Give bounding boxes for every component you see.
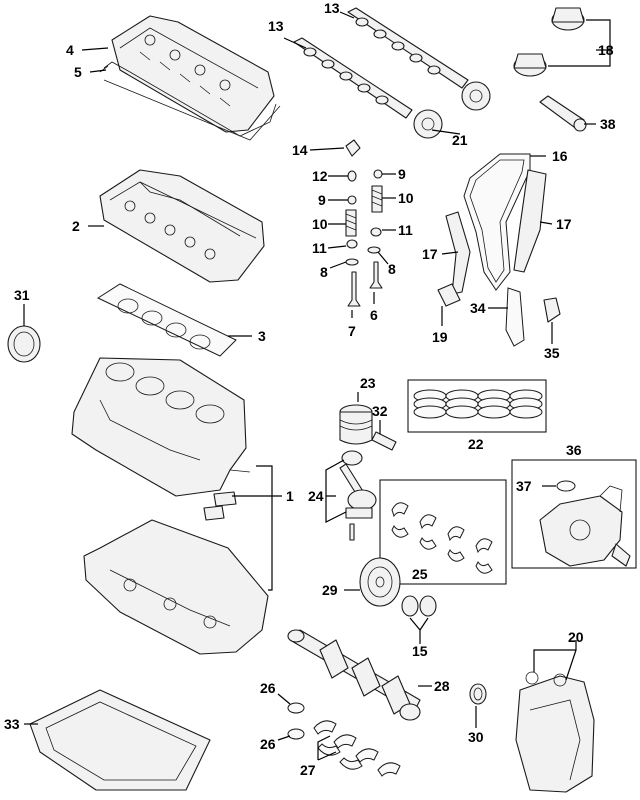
callout-29: 29 <box>322 582 338 598</box>
callout-20: 20 <box>568 629 584 645</box>
callout-15: 15 <box>412 643 428 659</box>
callout-11-left: 11 <box>312 240 327 256</box>
callout-11-right: 11 <box>398 222 413 238</box>
callout-9-right: 9 <box>398 166 406 182</box>
thrust-washer <box>287 702 305 740</box>
oil-pump-chain <box>505 287 525 347</box>
callout-8-left: 8 <box>320 264 328 280</box>
callout-37: 37 <box>516 478 532 494</box>
callout-24: 24 <box>308 488 324 504</box>
engine-block <box>71 357 251 497</box>
callout-6: 6 <box>370 307 378 323</box>
callout-33: 33 <box>4 716 20 732</box>
callout-3: 3 <box>258 328 266 344</box>
callout-27: 27 <box>300 762 316 778</box>
chain-tensioner-arm <box>445 211 471 295</box>
valve-keeper <box>347 169 383 205</box>
oil-pan <box>29 689 211 791</box>
valve-seal <box>346 227 382 249</box>
callout-26-upper: 26 <box>260 680 276 696</box>
callout-23: 23 <box>360 375 376 391</box>
callout-38: 38 <box>600 116 616 132</box>
cylinder-head <box>99 169 265 283</box>
callout-13-lower: 13 <box>268 18 284 34</box>
callout-7: 7 <box>348 323 356 339</box>
oil-control-valve <box>539 95 587 132</box>
callout-36: 36 <box>566 442 582 458</box>
oil-pump-o-ring <box>556 480 576 492</box>
crankshaft <box>287 629 421 721</box>
callout-35: 35 <box>544 345 560 361</box>
valve-spring <box>345 185 383 237</box>
callout-32: 32 <box>372 403 388 419</box>
oil-pump-box <box>511 459 637 569</box>
callout-9-left: 9 <box>318 192 326 208</box>
piston-ring-box <box>407 379 547 433</box>
valve-lifter <box>345 139 361 157</box>
callout-22: 22 <box>468 436 484 452</box>
callout-25: 25 <box>412 566 428 582</box>
piston <box>339 404 373 445</box>
rod-bearing-set <box>391 502 493 574</box>
piston-pin <box>371 431 397 451</box>
vvt-solenoid <box>513 7 585 77</box>
crankshaft-pulley <box>359 557 401 607</box>
callout-34: 34 <box>470 300 486 316</box>
oil-pump-assembly <box>539 485 631 567</box>
callout-31: 31 <box>14 287 30 303</box>
lower-crankcase <box>83 519 269 655</box>
timing-chain <box>463 153 531 291</box>
callout-19: 19 <box>432 329 448 345</box>
callout-17-right: 17 <box>556 216 572 232</box>
callout-26-lower: 26 <box>260 736 276 752</box>
piston-ring-set <box>413 389 543 419</box>
callout-14: 14 <box>292 142 308 158</box>
chain-guide <box>513 169 547 273</box>
timing-cover <box>515 671 595 793</box>
callout-10-left: 10 <box>312 216 328 232</box>
callout-16: 16 <box>552 148 568 164</box>
valve-exhaust <box>347 271 361 307</box>
chain-tensioner <box>437 283 461 307</box>
callout-1: 1 <box>286 488 294 504</box>
rod-bearing-box <box>379 479 507 585</box>
callout-labels: 4 5 2 3 31 1 13 13 14 12 9 10 11 8 7 9 1… <box>4 0 616 778</box>
valve-intake <box>369 261 383 289</box>
callout-8-right: 8 <box>388 261 396 277</box>
callout-17-left: 17 <box>422 246 438 262</box>
crankshaft-sprocket <box>401 595 437 617</box>
head-gasket <box>96 283 237 357</box>
valve-cover <box>99 15 281 141</box>
callout-30: 30 <box>468 729 484 745</box>
camshaft-lower <box>293 37 413 119</box>
rear-main-seal <box>7 325 41 363</box>
callout-2: 2 <box>72 218 80 234</box>
callout-18: 18 <box>598 42 614 58</box>
callout-12: 12 <box>312 168 328 184</box>
leader-lines <box>23 11 611 761</box>
callout-21: 21 <box>452 132 468 148</box>
connecting-rod <box>339 450 377 541</box>
cam-sprocket <box>413 81 491 139</box>
callout-13-upper: 13 <box>324 0 340 16</box>
main-bearing-set <box>313 720 401 777</box>
callout-28: 28 <box>434 678 450 694</box>
camshaft-upper <box>347 7 469 89</box>
main-bearing-cap <box>203 491 237 521</box>
chain-tensioner-oil-pump <box>543 297 561 323</box>
callout-10-right: 10 <box>398 190 414 206</box>
callout-5: 5 <box>74 64 82 80</box>
front-crank-seal <box>469 683 487 705</box>
callout-4: 4 <box>66 42 74 58</box>
